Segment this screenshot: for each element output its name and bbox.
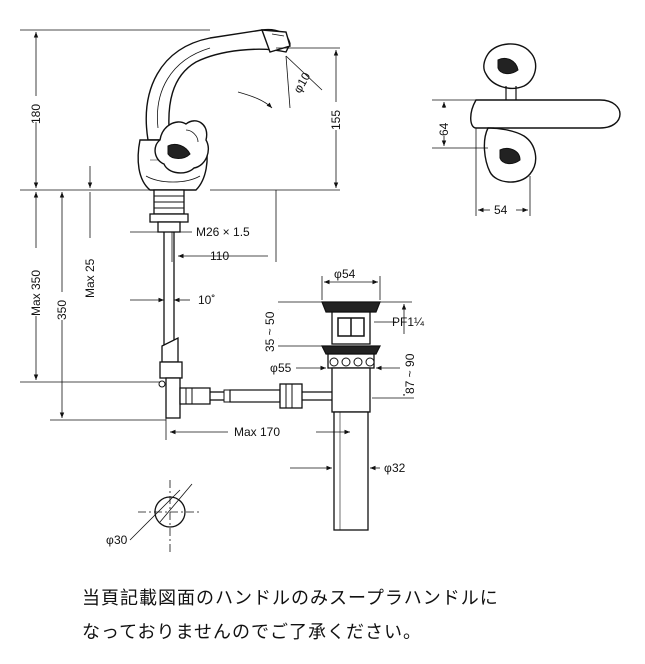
dim-max-25: Max 25 — [83, 258, 97, 298]
diameter-symbol: φ — [106, 533, 114, 547]
dim-180: 180 — [29, 104, 43, 124]
handle-top-view — [470, 43, 621, 183]
dim-155: 155 — [329, 110, 343, 130]
dim-hole-30: 30 — [114, 533, 128, 547]
dim-thread: M26 × 1.5 — [196, 225, 250, 239]
dim-110: 110 — [210, 249, 229, 263]
dim-drain-54: 54 — [342, 267, 356, 281]
diameter-symbol: φ — [270, 361, 278, 375]
dim-pf: PF1¼ — [392, 315, 425, 329]
faucet-body — [137, 28, 291, 191]
dim-54-handle: 54 — [494, 203, 508, 217]
drain-assembly — [229, 301, 381, 531]
handle-side-view — [154, 120, 210, 174]
note-text: 当頁記載図面のハンドルのみスープラハンドルに なっておりませんのでご了承ください… — [82, 582, 622, 650]
dim-spout-angle: 10 — [294, 70, 313, 89]
dim-max-170: Max 170 — [234, 425, 280, 439]
dim-drain-55: 55 — [278, 361, 292, 375]
dim-pipe-32: 32 — [392, 461, 406, 475]
dim-max-350: Max 350 — [29, 270, 43, 316]
dim-350: 350 — [55, 300, 69, 320]
mounting-hole — [129, 480, 202, 552]
dimension-labels: 180 155 φ 10 M26 × 1.5 110 Max 350 Max 2… — [28, 70, 508, 547]
diameter-symbol: φ — [384, 461, 392, 475]
dim-35-50: 35 ~ 50 — [263, 311, 277, 352]
dim-87-90: 87 ~ 90 — [403, 353, 417, 394]
dim-64: 64 — [437, 122, 451, 136]
dim-angle-10: 10˚ — [198, 293, 215, 307]
diameter-symbol: φ — [334, 267, 342, 281]
note-line-2: なっておりませんのでご了承ください。 — [82, 622, 423, 643]
note-line-1: 当頁記載図面のハンドルのみスープラハンドルに — [82, 588, 499, 609]
mounting-shank — [149, 189, 231, 419]
